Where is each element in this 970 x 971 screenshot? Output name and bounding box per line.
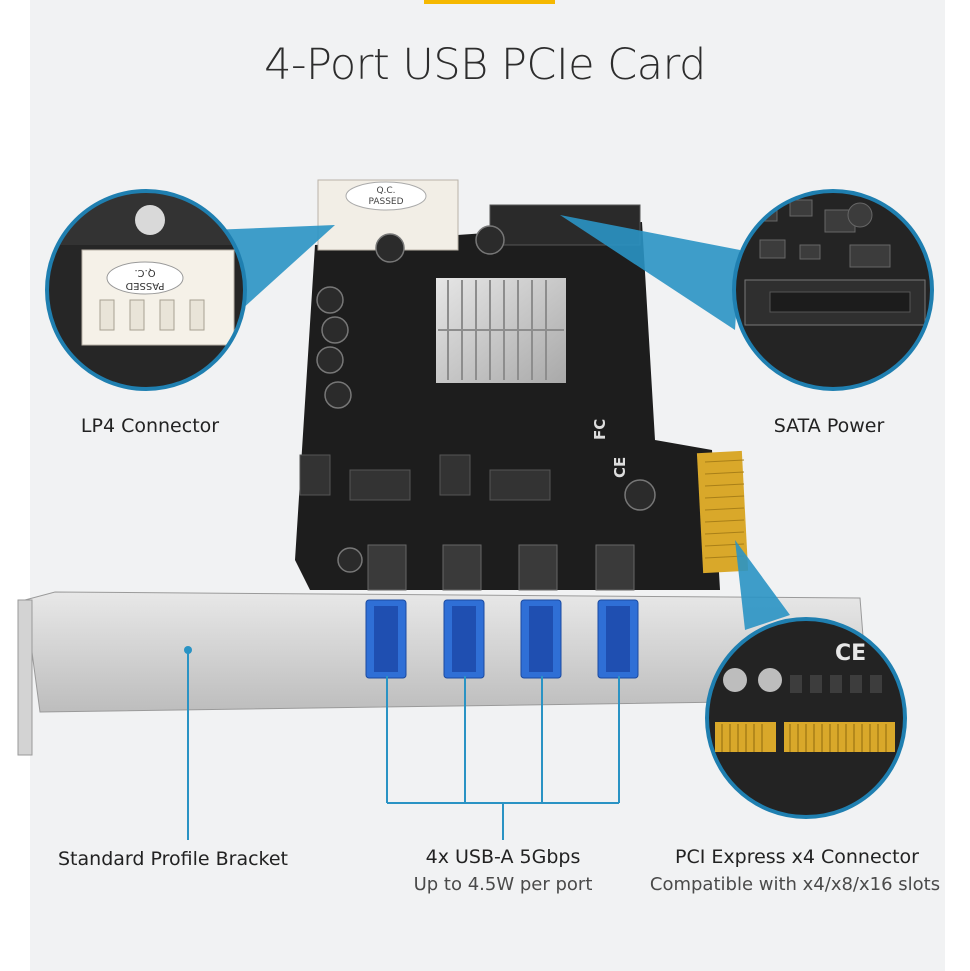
sata-zoom-circle [732, 189, 934, 391]
lp4-qc-text: Q.C. [134, 267, 155, 278]
heatsink [436, 278, 566, 383]
board-qc-text: Q.C. [376, 186, 395, 196]
pcie-zoom-circle: CE [705, 617, 907, 819]
standard-profile-bracket [17, 591, 869, 756]
page-title: 4-Port USB PCIe Card [264, 40, 706, 90]
lp4-passed-text: PASSED [125, 280, 164, 291]
usb-port-housings [367, 544, 635, 591]
usb-ports-sublabel: Up to 4.5W per port [413, 874, 593, 895]
accent-bar [424, 0, 555, 4]
sata-callout-pointer [560, 215, 740, 330]
bracket-label: Standard Profile Bracket [58, 848, 288, 870]
lp4-zoom-circle: PASSED Q.C. [45, 189, 247, 391]
bracket-leader-dot [184, 646, 192, 654]
pcb-board: Q.C. PASSED [295, 179, 749, 591]
pcie-callout-pointer [735, 540, 790, 630]
capacitors [316, 225, 656, 573]
pcie-connector-label: PCI Express x4 Connector [675, 846, 919, 868]
board-ce-mark: CE [611, 457, 629, 478]
chips [299, 454, 551, 501]
sata-power-label: SATA Power [773, 415, 885, 437]
lp4-connector-label: LP4 Connector [80, 415, 220, 437]
pcie-connector-sublabel: Compatible with x4/x8/x16 slots [649, 874, 941, 895]
usb-ports-label: 4x USB-A 5Gbps [425, 846, 581, 868]
leader-lines [187, 650, 620, 840]
board-passed-text: PASSED [368, 197, 403, 207]
pcie-ce-mark: CE [835, 641, 866, 666]
board-fc-mark: FC [591, 419, 609, 440]
